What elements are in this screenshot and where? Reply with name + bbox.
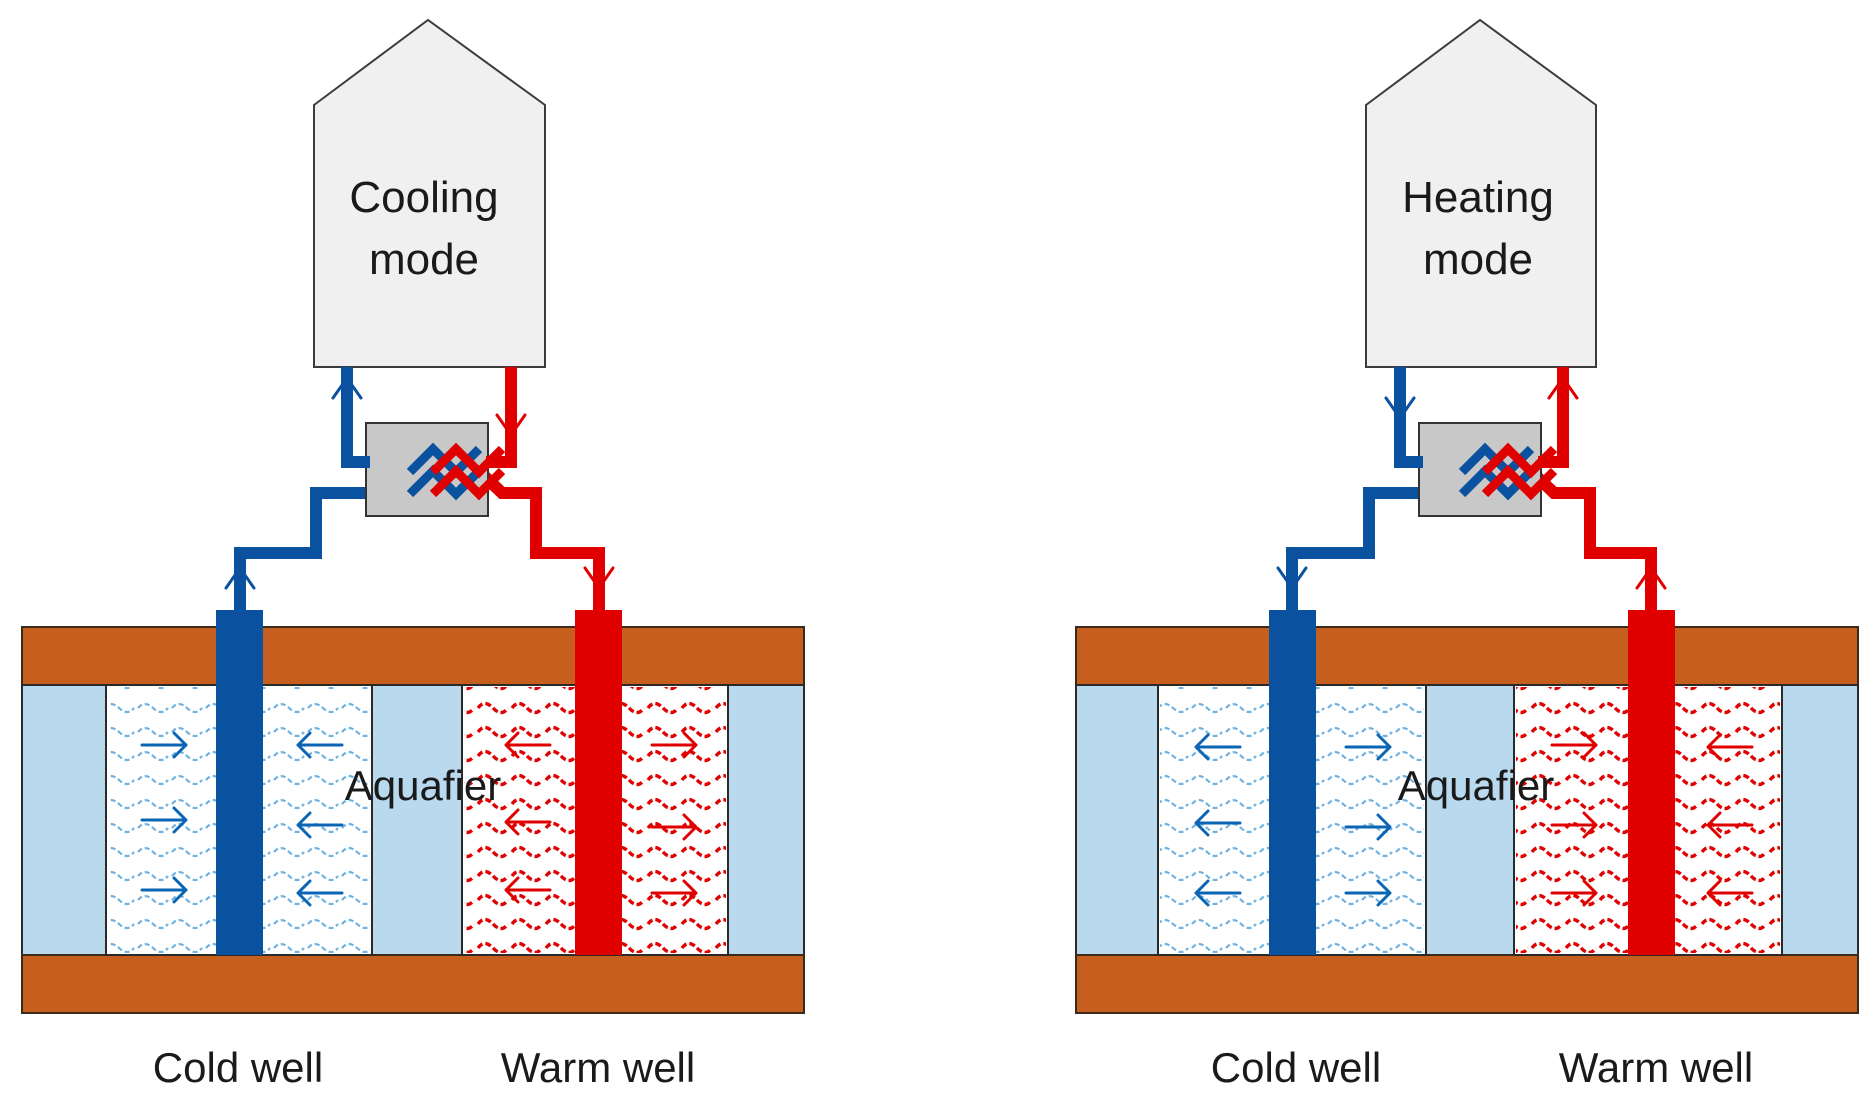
- heat-exchanger: [365, 422, 489, 517]
- clay-top-layer: [1075, 626, 1859, 686]
- warm-supply-pipe: [1538, 367, 1569, 468]
- warm-flow-arrows: [1550, 731, 1754, 907]
- aquifer-label: Aquafier: [345, 762, 501, 809]
- mode-title-line2: mode: [1423, 235, 1533, 284]
- warm-flow-arrows: [504, 731, 698, 907]
- aquifer-label: Aquafier: [1398, 762, 1554, 809]
- mode-title-line1: Cooling: [349, 173, 498, 222]
- warm-well-label: Warm well: [501, 1044, 695, 1091]
- cooling-diagram: Cooling mode Aquafier: [21, 18, 805, 1091]
- warm-well-pipe: [1628, 610, 1675, 955]
- building-heating: [1365, 18, 1597, 368]
- cold-well-label: Cold well: [153, 1044, 323, 1091]
- heating-diagram: Heating mode Aquafier: [1075, 18, 1859, 1091]
- cold-well-label: Cold well: [1211, 1044, 1381, 1091]
- clay-top-layer: [21, 626, 805, 686]
- cold-flow-arrows: [1194, 733, 1392, 907]
- building-cooling: [313, 18, 546, 368]
- heat-exchanger: [1418, 422, 1542, 517]
- cold-flow-arrows: [140, 731, 344, 907]
- mode-title-line1: Heating: [1402, 173, 1554, 222]
- clay-bottom-layer: [21, 954, 805, 1014]
- clay-bottom-layer: [1075, 954, 1859, 1014]
- warm-well-pipe: [575, 610, 622, 955]
- cold-supply-pipe: [341, 367, 370, 468]
- warm-return-pipe: [486, 367, 517, 468]
- pipe-direction-arrows: [224, 375, 615, 591]
- cold-well-pipe: [1269, 610, 1316, 955]
- cold-return-pipe: [1394, 367, 1423, 468]
- cold-well-pipe: [216, 610, 263, 955]
- warm-well-label: Warm well: [1559, 1044, 1753, 1091]
- pipe-direction-arrows: [1276, 375, 1667, 591]
- mode-title-line2: mode: [369, 235, 479, 284]
